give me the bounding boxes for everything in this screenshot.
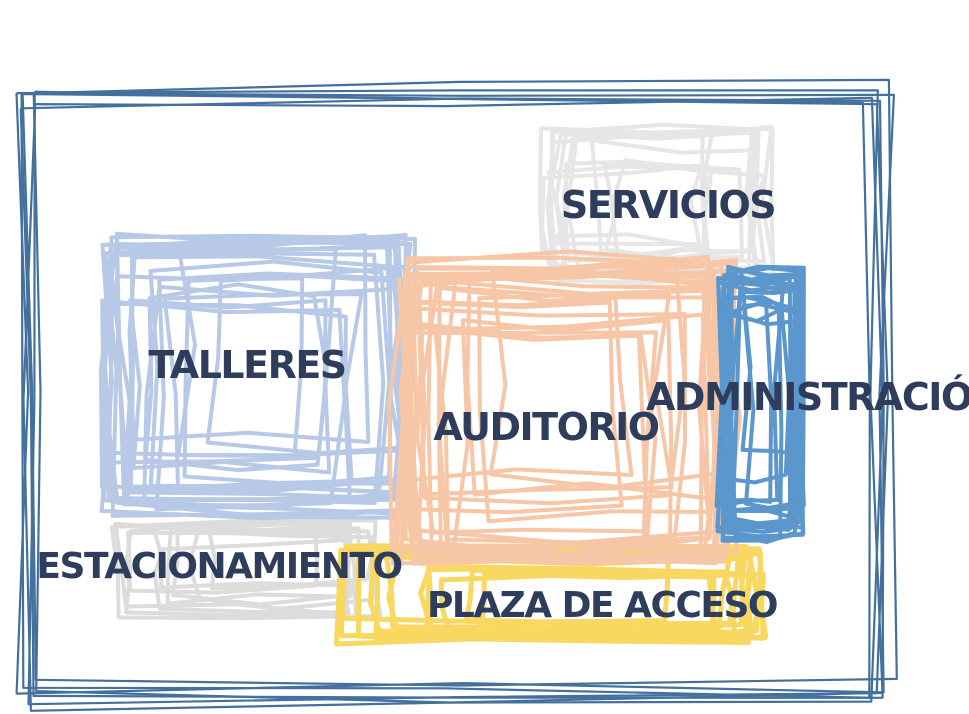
boundary-stroke <box>22 96 884 712</box>
label-administracion: ADMINISTRACIÓN <box>646 375 969 419</box>
scribble-stroke <box>143 282 329 473</box>
site-boundary <box>15 78 898 712</box>
scribble-stroke <box>398 296 634 483</box>
label-auditorio: AUDITORIO <box>433 405 658 449</box>
scribble-stroke <box>128 298 332 475</box>
scribble-stroke <box>407 258 739 558</box>
scribble-stroke <box>418 563 717 632</box>
scribble-stroke <box>409 300 624 515</box>
label-plaza-de-acceso: PLAZA DE ACCESO <box>427 585 777 626</box>
label-talleres: TALLERES <box>148 343 345 387</box>
scribble-stroke <box>109 518 383 621</box>
scribble-stroke <box>106 247 338 465</box>
scribble-stroke <box>152 537 353 615</box>
scribble-stroke <box>151 519 352 590</box>
label-servicios: SERVICIOS <box>561 183 775 227</box>
scribble-stroke <box>165 522 361 606</box>
zone-administracion <box>714 264 806 544</box>
zone-labels: SERVICIOS TALLERES AUDITORIO ADMINISTRAC… <box>36 183 969 626</box>
scribble-stroke <box>437 285 731 556</box>
scribble-stroke <box>100 298 347 509</box>
label-estacionamiento: ESTACIONAMIENTO <box>36 546 401 587</box>
scribble-stroke <box>716 273 806 543</box>
scribble-stroke <box>714 280 786 508</box>
scribble-stroke <box>602 161 744 261</box>
scribble-stroke <box>206 525 375 591</box>
boundary-stroke <box>15 91 895 695</box>
scribble-stroke <box>401 268 734 566</box>
scribble-stroke <box>729 311 800 544</box>
zone-scribbles <box>99 122 806 647</box>
zone-talleres <box>99 231 417 521</box>
